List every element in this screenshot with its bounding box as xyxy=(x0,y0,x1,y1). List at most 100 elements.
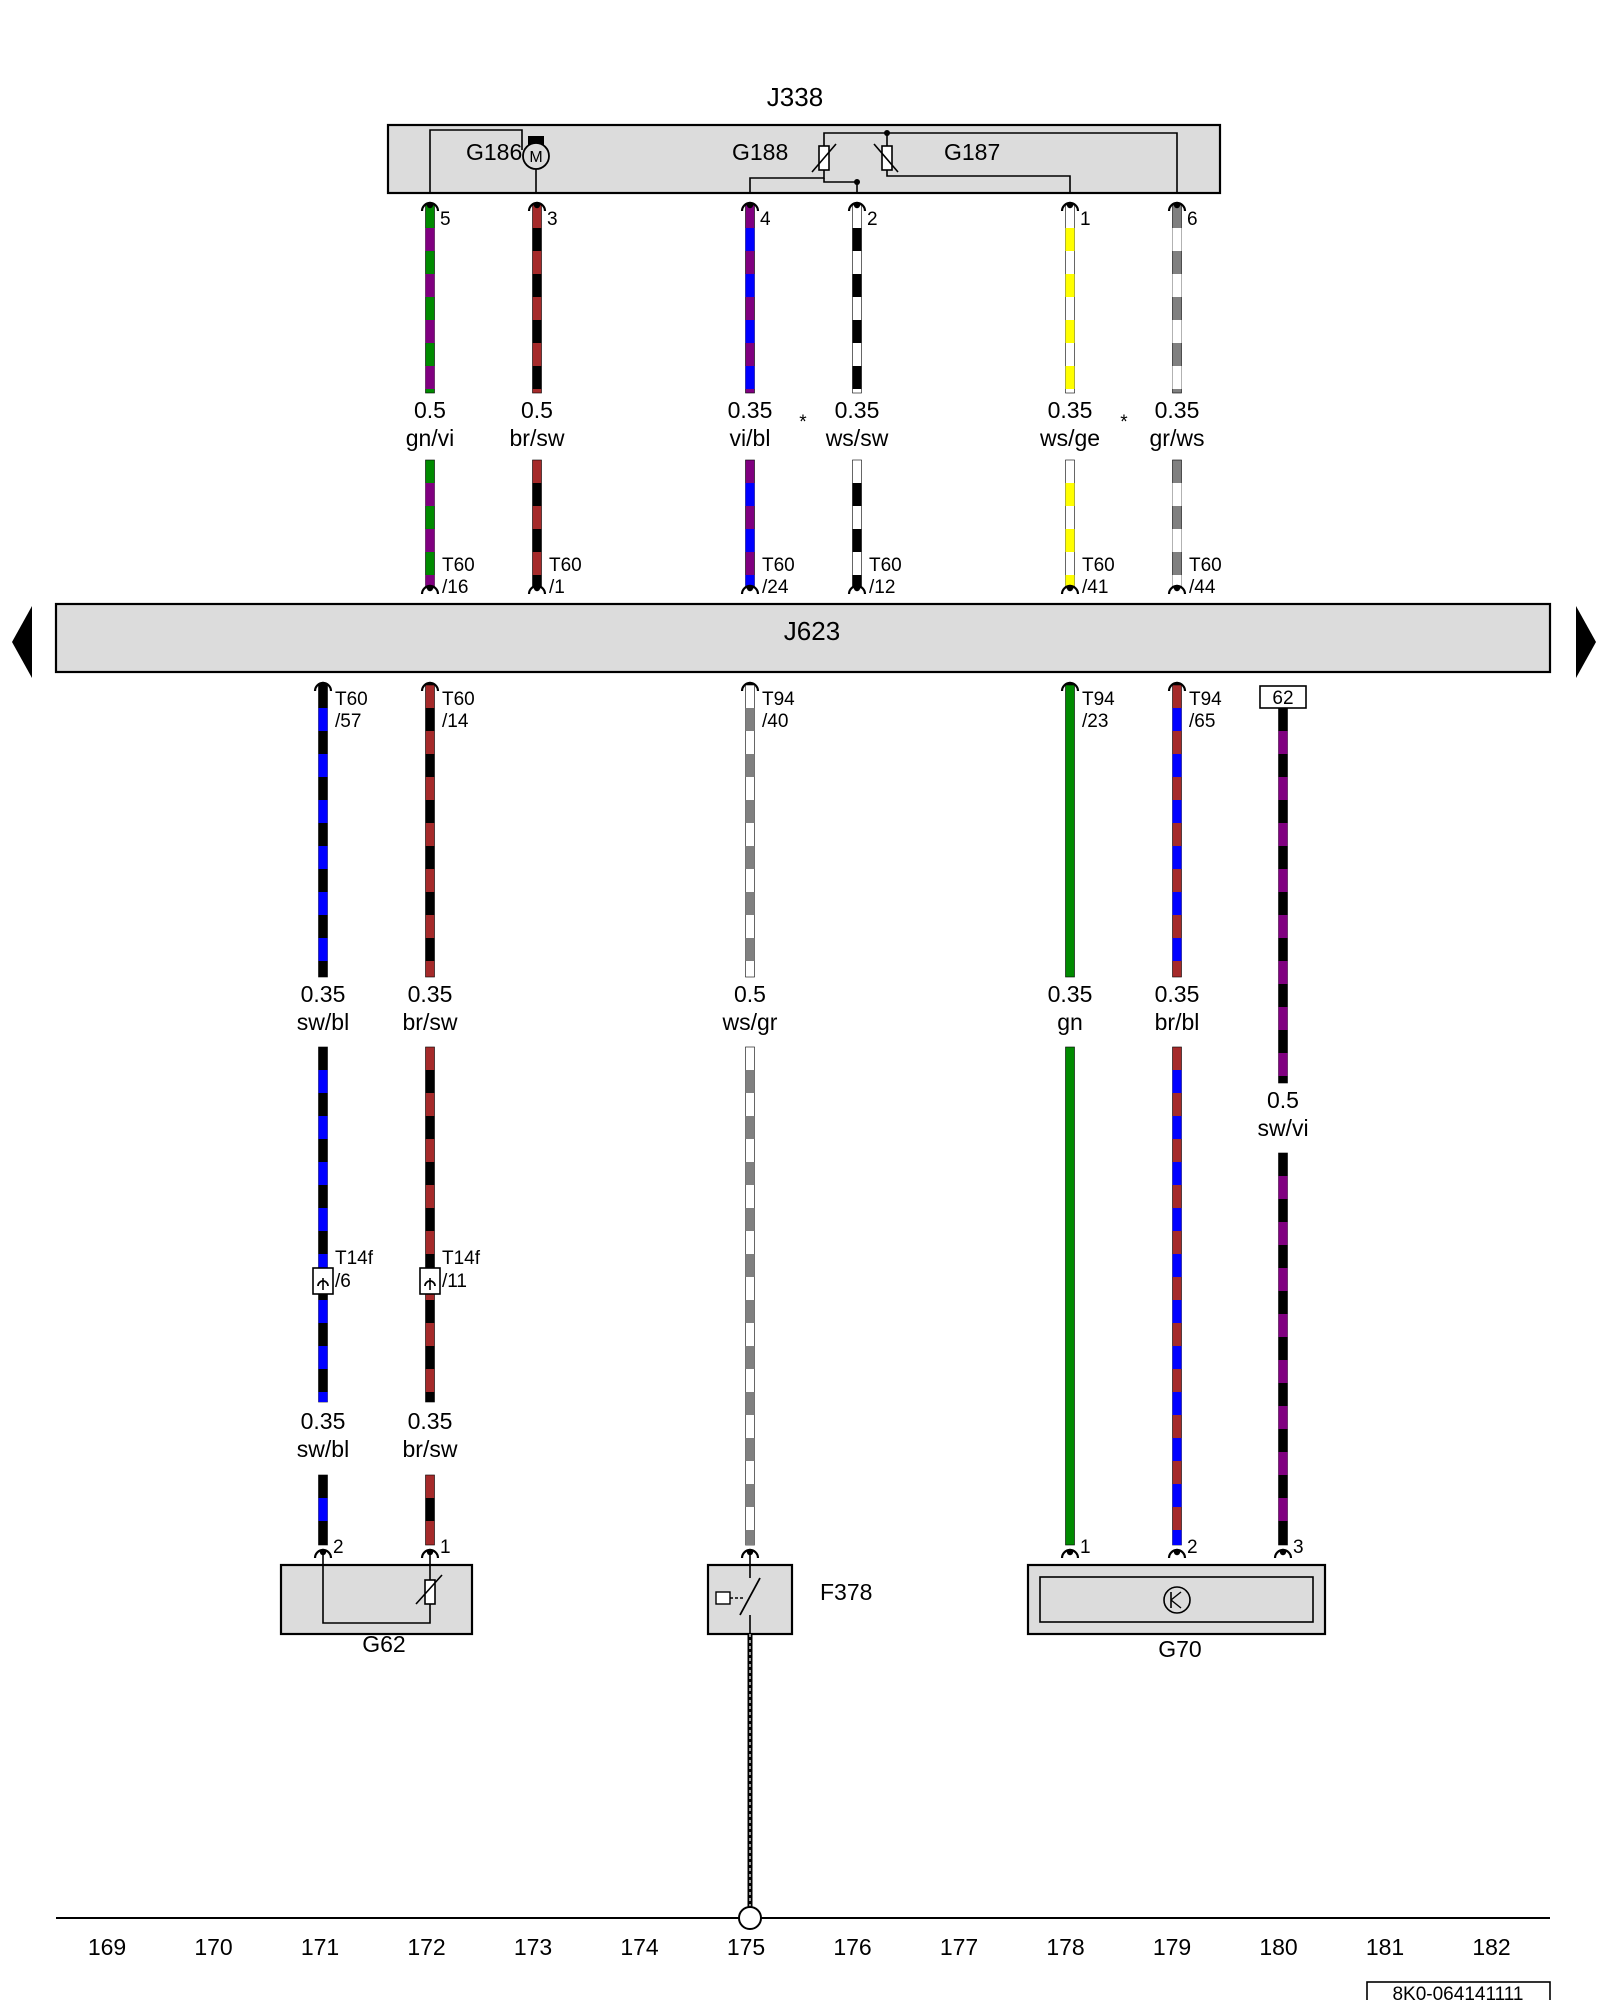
wire-top-upper-3-stripe xyxy=(852,274,862,297)
wire-top-upper-4-stripe xyxy=(1065,366,1075,389)
track-number: 171 xyxy=(301,1934,339,1960)
pin-number: 2 xyxy=(867,209,878,230)
wire-bottom-upper-4-stripe xyxy=(1172,754,1182,777)
track-number: 172 xyxy=(407,1934,445,1960)
j338-internal-wiper xyxy=(823,178,858,193)
wire-color-label: ws/sw xyxy=(825,425,889,451)
wire-bottom-upper-2-stripe xyxy=(745,800,755,823)
g62-label: G62 xyxy=(362,1631,405,1657)
wire-top-lower-1-stripe xyxy=(532,529,542,552)
wire-bottom-lower-3 xyxy=(1065,1046,1075,1546)
wire-bottom-upper-2-stripe xyxy=(745,754,755,777)
wire-bottom-mid-1-stripe xyxy=(425,1162,435,1185)
wire-bottom-lower-4-stripe xyxy=(1172,1116,1182,1139)
wire-bottom-upper-0-stripe xyxy=(318,892,328,915)
connector-label: T60 xyxy=(1082,555,1115,576)
connector-label: T60 xyxy=(442,555,475,576)
connector-top-1-dot xyxy=(533,201,541,209)
connector-pin-label: /11 xyxy=(442,1271,467,1292)
j623-label: J623 xyxy=(784,616,840,646)
wire-top-upper-1-stripe xyxy=(532,320,542,343)
track-number: 178 xyxy=(1046,1934,1084,1960)
wire-bottom-lower-5-stripe xyxy=(1278,1498,1288,1521)
wire-bottom-lower-5-stripe xyxy=(1278,1268,1288,1291)
wire-bottom-lower-2-stripe xyxy=(745,1484,755,1507)
wire-color-label: sw/vi xyxy=(1257,1115,1308,1141)
wire-bottom-upper-2 xyxy=(745,684,755,978)
wire-top-upper-5-stripe xyxy=(1172,366,1182,389)
pin-number: 1 xyxy=(1080,209,1091,230)
wire-bottom-upper-4-stripe xyxy=(1172,938,1182,961)
potentiometer-icon xyxy=(873,143,899,173)
pin-number: 1 xyxy=(440,1537,451,1558)
j338-internal-g186-left xyxy=(429,129,523,193)
wire-bottom-lower-5-stripe xyxy=(1278,1452,1288,1475)
pin-number: 3 xyxy=(547,209,558,230)
wire-bottom-upper-0-stripe xyxy=(318,800,328,823)
wire-bottom-upper-5-stripe xyxy=(1278,1053,1288,1076)
connector-j623-top-0-dot xyxy=(426,584,434,592)
wire-bottom-lower-2-stripe xyxy=(745,1300,755,1323)
track-number: 179 xyxy=(1153,1934,1191,1960)
wire-bottom-lower-5-stripe xyxy=(1278,1314,1288,1337)
connector-pin-label: /23 xyxy=(1082,711,1108,732)
wire-bottom-lower-4-stripe xyxy=(1172,1484,1182,1507)
wire-bottom-lower-2-stripe xyxy=(745,1070,755,1093)
connector-j623-top-3-dot xyxy=(853,584,861,592)
wire-color-label: br/bl xyxy=(1155,1009,1200,1035)
wire-top-upper-1-stripe xyxy=(532,274,542,297)
connector-pin-label: /12 xyxy=(869,577,895,598)
wire-color-label: vi/bl xyxy=(730,425,771,451)
connector-label: T94 xyxy=(1189,689,1222,710)
wire-top-lower-0 xyxy=(425,459,435,589)
wire-bottom-upper-1-stripe xyxy=(425,892,435,915)
g188-label: G188 xyxy=(732,139,788,165)
wire-bottom-lower-4-stripe xyxy=(1172,1162,1182,1185)
wire-bottom-upper-2-stripe xyxy=(745,938,755,961)
connector-top-3-dot xyxy=(853,201,861,209)
wire-size-label: 0.5 xyxy=(414,397,446,423)
wire-bottom-mid-1-stripe xyxy=(425,1300,435,1323)
wire-bottom-lower-5 xyxy=(1278,1152,1288,1546)
g62-internal-lines xyxy=(322,1550,431,1624)
wire-bottom-lower-4-stripe xyxy=(1172,1254,1182,1277)
wire-size-label: 0.35 xyxy=(408,1408,453,1434)
wire-top-lower-3-stripe xyxy=(852,529,862,552)
wire-bottom-upper-0-stripe xyxy=(318,846,328,869)
wire-size-label: 0.35 xyxy=(1048,397,1093,423)
wire-color-label: gr/ws xyxy=(1150,425,1205,451)
track-number: 177 xyxy=(940,1934,978,1960)
j338-internal-pot-top xyxy=(823,132,888,150)
track-number: 169 xyxy=(88,1934,126,1960)
wire-bottom-lower-2-stripe xyxy=(745,1116,755,1139)
wire-bottom-upper-2-stripe xyxy=(745,846,755,869)
wire-size-label: 0.35 xyxy=(728,397,773,423)
potentiometer-icon xyxy=(811,143,837,173)
wire-bottom-mid-1-stripe xyxy=(425,1392,435,1402)
wire-bottom-upper-0-stripe xyxy=(318,938,328,961)
label-layer: 50.5gn/viT60/1630.5br/swT60/140.35vi/blT… xyxy=(297,209,1309,1558)
wire-bottom-upper-3 xyxy=(1065,684,1075,978)
wire-top-lower-1-stripe xyxy=(532,483,542,506)
wire-color-label: sw/bl xyxy=(297,1009,349,1035)
g70-box xyxy=(1026,1563,1327,1636)
j338-label: J338 xyxy=(767,82,823,112)
connector-label: T60 xyxy=(549,555,582,576)
doc-number: 8K0-064141111 xyxy=(1392,1984,1523,2000)
wire-bottom-upper-4-stripe xyxy=(1172,846,1182,869)
arrow-right-icon[interactable] xyxy=(1576,606,1596,678)
wire-top-lower-2 xyxy=(745,459,755,589)
arrow-left-icon[interactable] xyxy=(12,606,32,678)
connector-label: T60 xyxy=(869,555,902,576)
connector-pin-label: /16 xyxy=(442,577,468,598)
wire-bottom-upper-5-stripe xyxy=(1278,777,1288,800)
wire-bottom-upper-4-stripe xyxy=(1172,892,1182,915)
connector-label: T60 xyxy=(762,555,795,576)
doc-number-box xyxy=(1366,1981,1551,2000)
wire-bottom-upper-2-stripe xyxy=(745,892,755,915)
wire-top-upper-0-stripe xyxy=(425,274,435,297)
wire-bottom-lower-5-stripe xyxy=(1278,1406,1288,1429)
wire-bottom-lower-2-stripe xyxy=(745,1530,755,1545)
